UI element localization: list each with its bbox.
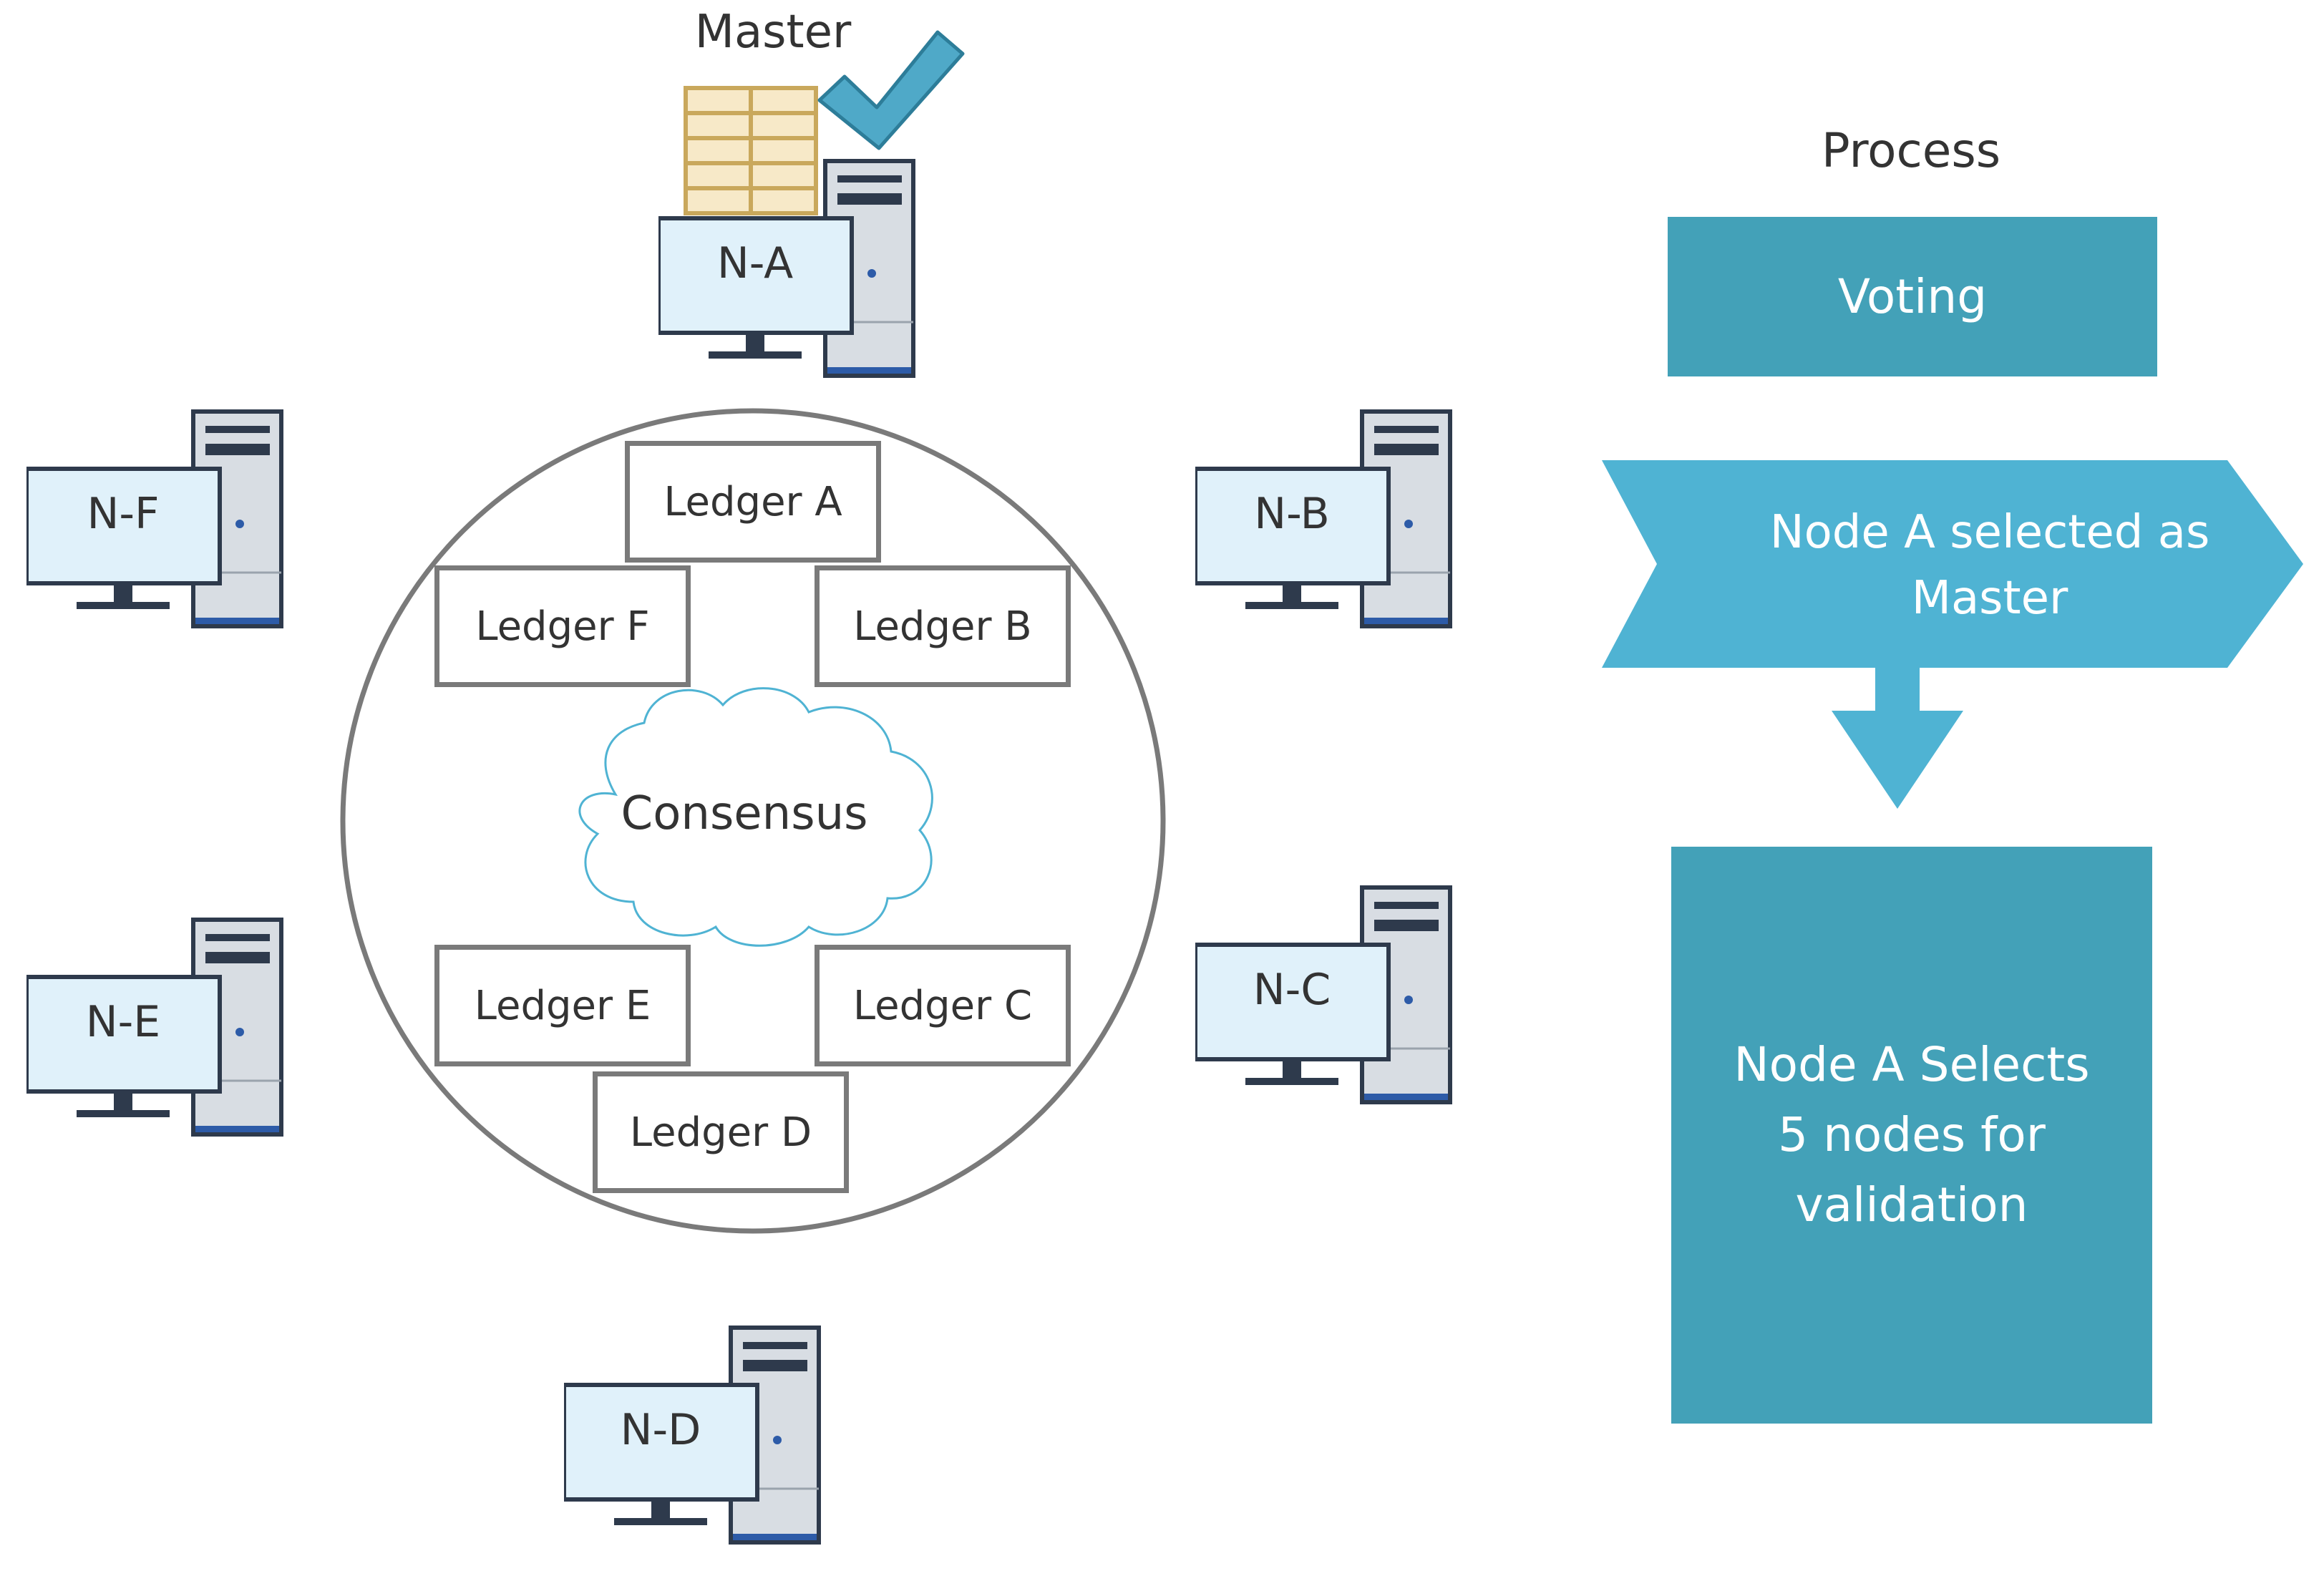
computer-icon [1195,409,1452,628]
process-step-label: Node A selected as Master [1769,506,2210,625]
computer-icon [26,409,283,628]
node-label: N-F [87,489,160,539]
node-c[interactable]: N-C [1195,880,1453,1109]
ledger-a[interactable]: Ledger A [625,441,881,563]
ledger-d[interactable]: Ledger D [593,1071,849,1193]
checkmark-icon [817,30,965,150]
computer-icon [1195,885,1452,1104]
node-f[interactable]: N-F [26,404,284,633]
process-step-voting[interactable]: Voting [1668,217,2157,376]
down-arrow-icon [1832,668,1963,809]
node-label: N-A [716,238,794,288]
node-b[interactable]: N-B [1195,404,1453,633]
computer-icon [658,159,915,378]
computer-icon [26,918,283,1137]
ledger-table-icon [684,86,818,215]
process-title: Process [1821,123,2001,178]
ledger-e[interactable]: Ledger E [434,945,691,1066]
ledger-f[interactable]: Ledger F [434,565,691,687]
ledger-b[interactable]: Ledger B [815,565,1071,687]
node-label: N-D [620,1405,701,1455]
computer-icon [564,1326,821,1545]
node-e[interactable]: N-E [26,913,284,1142]
node-a[interactable]: N-A [658,154,916,383]
node-label: N-E [85,997,161,1047]
node-d[interactable]: N-D [564,1320,822,1550]
consensus-label: Consensus [621,787,868,840]
process-step-label: Node A Selects 5 nodes for validation [1734,1037,2090,1232]
process-step-label: Voting [1837,269,1988,324]
process-step-master-selected[interactable]: Node A selected as Master [1675,472,2305,658]
master-label: Master [694,6,852,59]
cloud-icon [578,687,933,947]
process-chevron-shape [1602,460,2303,668]
node-label: N-C [1253,965,1331,1015]
node-label: N-B [1254,489,1330,539]
process-step-select-nodes[interactable]: Node A Selects 5 nodes for validation [1671,847,2152,1424]
ledger-c[interactable]: Ledger C [815,945,1071,1066]
